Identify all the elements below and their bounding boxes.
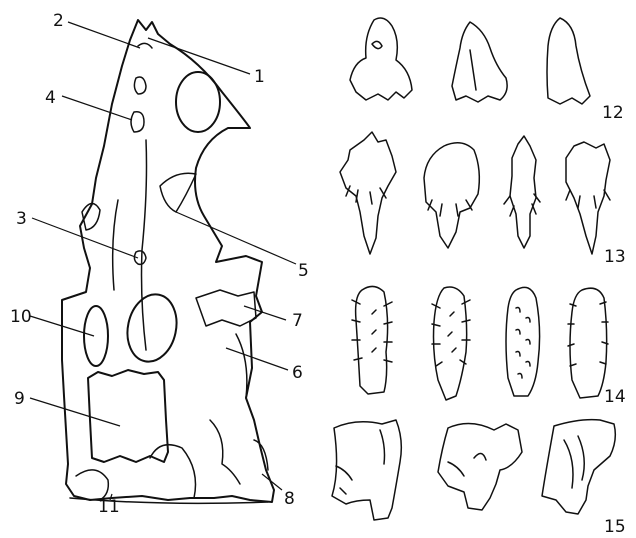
- right-ridge: [236, 334, 247, 398]
- row-12-figures: 12: [350, 18, 624, 123]
- label-12: 12: [602, 103, 624, 123]
- row12-item-b-rib: [470, 50, 476, 90]
- row15-item-b: [438, 423, 522, 510]
- main-labels: 2 1 4 3 5 7 6 10 9 11 8: [10, 11, 309, 517]
- label-1: 1: [254, 67, 265, 87]
- label-9: 9: [14, 389, 25, 409]
- tip-knob: [138, 43, 152, 48]
- leader-1: [148, 38, 250, 74]
- row14-item-c: [506, 287, 540, 396]
- row13-item-a-spines: [346, 186, 386, 204]
- leader-9: [30, 398, 120, 426]
- label-5: 5: [298, 261, 309, 281]
- leader-6: [226, 348, 288, 370]
- row14-item-b-spines: [432, 300, 470, 366]
- leader-7: [244, 306, 286, 320]
- label-14: 14: [604, 387, 626, 407]
- row15-item-a-details: [336, 430, 385, 494]
- central-oval: [121, 290, 182, 366]
- row13-item-b-spines: [428, 200, 472, 216]
- hole-4a: [134, 77, 146, 94]
- row14-item-d-spines: [568, 302, 608, 366]
- row-14-figures: 14: [352, 286, 626, 407]
- right-flap: [196, 290, 256, 326]
- label-6: 6: [292, 363, 303, 383]
- main-outline: [62, 20, 274, 502]
- row13-item-c: [510, 136, 536, 248]
- row12-item-b: [452, 22, 507, 102]
- midline-groove: [142, 140, 147, 350]
- base-lobe-left: [76, 470, 108, 500]
- row14-item-c-pores: [516, 308, 530, 379]
- leader-4: [62, 96, 132, 120]
- row-15-figures: 15: [332, 420, 626, 537]
- label-13: 13: [604, 247, 626, 267]
- leader-5: [176, 212, 296, 264]
- leader-2: [68, 22, 140, 48]
- left-groove: [113, 200, 118, 290]
- lower-right-ridge: [210, 420, 240, 484]
- label-15: 15: [604, 517, 626, 537]
- label-10: 10: [10, 307, 32, 327]
- row12-item-c: [547, 18, 590, 104]
- row13-item-c-spines: [504, 194, 540, 216]
- hole-4b: [131, 112, 144, 132]
- row-13-figures: 13: [340, 132, 626, 267]
- lower-block: [88, 370, 168, 462]
- label-11: 11: [98, 497, 120, 517]
- row14-item-d: [570, 288, 607, 398]
- label-8: 8: [284, 489, 295, 509]
- row13-item-d: [566, 142, 610, 254]
- row12-item-a-mark: [372, 41, 382, 48]
- main-structure-drawing: [62, 20, 274, 503]
- row12-item-a: [350, 18, 412, 100]
- label-3: 3: [16, 209, 27, 229]
- left-oval: [84, 306, 108, 366]
- side-flange: [160, 173, 196, 212]
- upper-oval: [176, 72, 220, 132]
- label-7: 7: [292, 311, 303, 331]
- row15-item-c: [542, 420, 615, 514]
- row15-item-b-details: [448, 453, 486, 476]
- row15-item-c-details: [564, 436, 584, 488]
- label-2: 2: [53, 11, 64, 31]
- row13-item-a: [340, 132, 396, 254]
- base-lobe-right: [150, 445, 196, 498]
- label-4: 4: [45, 88, 56, 108]
- row13-item-b: [424, 143, 479, 248]
